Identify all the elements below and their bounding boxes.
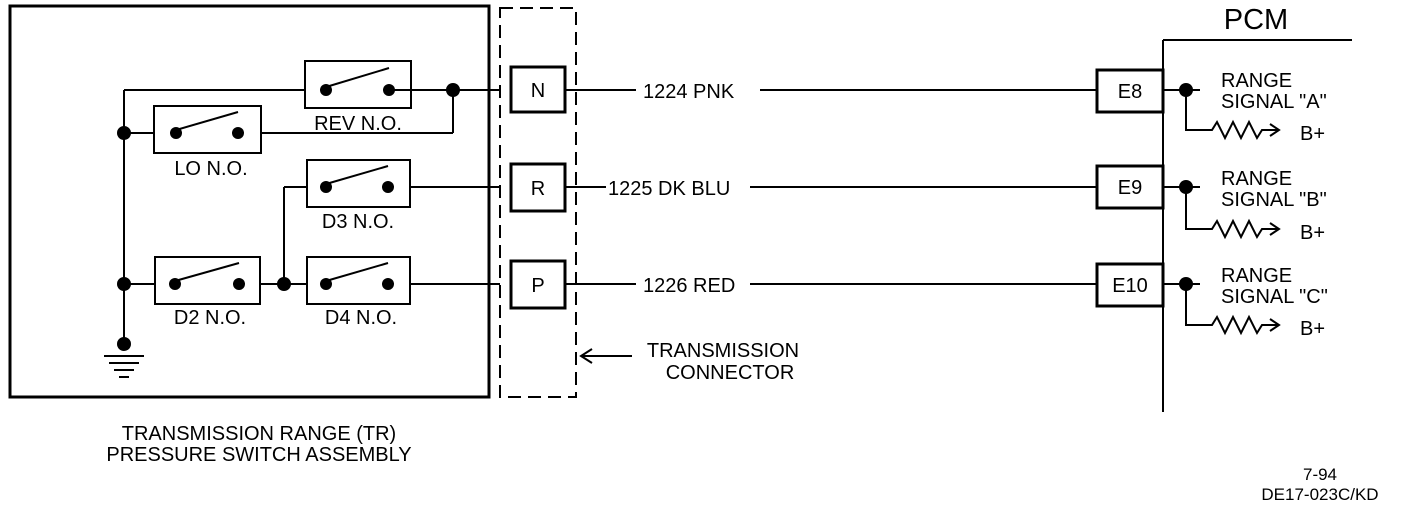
ground-icon [104, 337, 144, 378]
wire-pnk: 1224 PNK [565, 81, 1097, 103]
svg-text:N: N [531, 80, 545, 102]
connector-label-line1: TRANSMISSION [647, 340, 799, 362]
svg-text:B+: B+ [1300, 222, 1325, 244]
assembly-border [8, 4, 491, 399]
pcm: PCM E8 RANGE SIGNAL "A" B+ E9 RANGE SIGN… [1095, 4, 1352, 412]
d4-switch: D4 N.O. [306, 256, 411, 329]
svg-text:SIGNAL "A": SIGNAL "A" [1221, 91, 1327, 113]
svg-text:P: P [531, 275, 544, 297]
wire-label: 1225 DK BLU [608, 178, 730, 200]
svg-text:RANGE: RANGE [1221, 265, 1292, 287]
svg-text:B+: B+ [1300, 123, 1325, 145]
svg-text:E8: E8 [1118, 81, 1142, 103]
svg-text:RANGE: RANGE [1221, 168, 1292, 190]
arrow-left-icon [579, 348, 632, 364]
transmission-connector: N R P TRANSMISSION CONNECTOR [499, 7, 799, 398]
pcm-terminal-e8: E8 RANGE SIGNAL "A" B+ [1095, 68, 1327, 145]
svg-text:RANGE: RANGE [1221, 70, 1292, 92]
wire-red: 1226 RED [565, 275, 1097, 297]
rev-switch: REV N.O. [304, 60, 412, 135]
d2-switch-label: D2 N.O. [174, 307, 246, 329]
connector-pin-n: N [509, 65, 567, 114]
rev-switch-label: REV N.O. [314, 113, 402, 135]
footer-date: 7-94 [1303, 465, 1337, 484]
lo-switch: LO N.O. [117, 105, 262, 180]
svg-text:R: R [531, 178, 545, 200]
svg-text:E10: E10 [1112, 275, 1148, 297]
pcm-terminal-e10: E10 RANGE SIGNAL "C" B+ [1095, 262, 1328, 340]
wire-label: 1224 PNK [643, 81, 735, 103]
svg-text:B+: B+ [1300, 318, 1325, 340]
svg-text:SIGNAL "B": SIGNAL "B" [1221, 189, 1327, 211]
d3-switch-label: D3 N.O. [322, 211, 394, 233]
footer-code: DE17-023C/KD [1261, 485, 1378, 504]
d4-switch-label: D4 N.O. [325, 307, 397, 329]
svg-text:E9: E9 [1118, 177, 1142, 199]
d3-switch: D3 N.O. [283, 159, 411, 284]
d2-switch: D2 N.O. [117, 256, 261, 329]
connector-pin-r: R [509, 162, 567, 213]
assembly-title-line1: TRANSMISSION RANGE (TR) [122, 423, 396, 445]
wire-dk-blu: 1225 DK BLU [565, 178, 1097, 200]
assembly-title-line2: PRESSURE SWITCH ASSEMBLY [106, 444, 411, 466]
wire-label: 1226 RED [643, 275, 735, 297]
pcm-terminal-e9: E9 RANGE SIGNAL "B" B+ [1095, 164, 1327, 244]
svg-text:SIGNAL "C": SIGNAL "C" [1221, 286, 1328, 308]
switch-assembly: REV N.O. LO N.O. D3 N.O. [8, 4, 500, 466]
connector-pin-p: P [509, 259, 567, 310]
pcm-title: PCM [1224, 4, 1288, 36]
connector-label-line2: CONNECTOR [666, 362, 795, 384]
lo-switch-label: LO N.O. [174, 158, 247, 180]
